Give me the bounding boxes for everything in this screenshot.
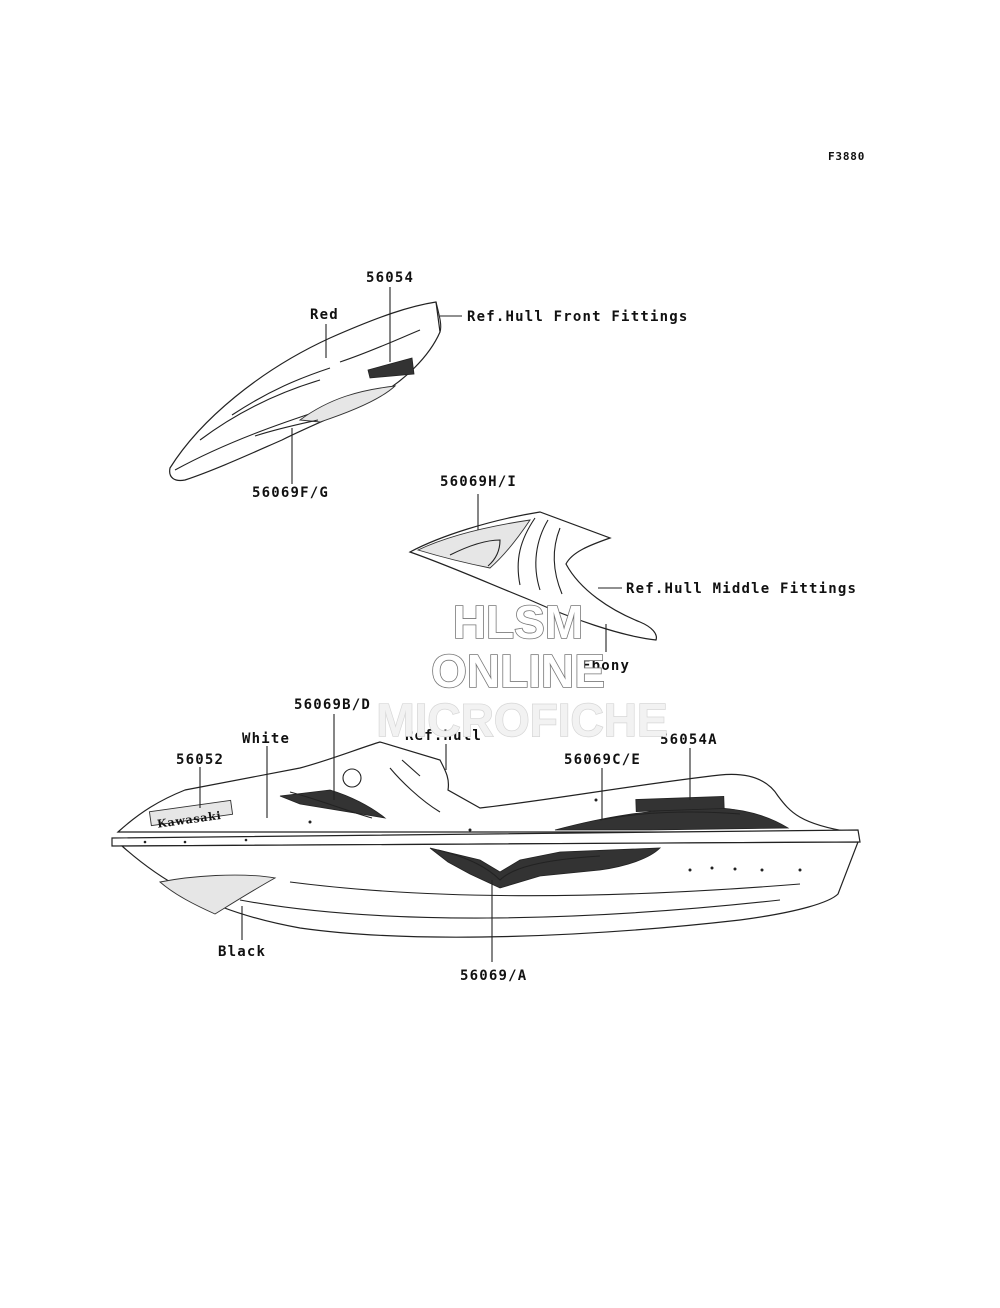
watermark: HLSM ONLINE MICROFICHE <box>376 595 669 747</box>
label-56054a: 56054A <box>660 732 718 748</box>
watermark-line-3: MICROFICHE <box>376 694 667 746</box>
label-56069a: 56069/A <box>460 968 527 984</box>
label-ref-hull: Ref.Hull <box>405 728 482 744</box>
label-red: Red <box>310 307 339 323</box>
label-56069hi: 56069H/I <box>440 474 517 490</box>
front-cowl-drawing <box>169 301 442 482</box>
label-white: White <box>242 731 290 747</box>
hull-drawing: Kawasaki <box>111 741 861 938</box>
figure-code: F3880 <box>828 150 865 163</box>
label-black: Black <box>218 944 266 960</box>
watermark-line-2: ONLINE <box>431 645 605 697</box>
middle-panel-drawing <box>408 511 657 641</box>
watermark-line-1: HLSM <box>453 596 583 648</box>
label-ebony: Ebony <box>582 658 630 674</box>
label-56069fg: 56069F/G <box>252 485 329 501</box>
label-56069ce: 56069C/E <box>564 752 641 768</box>
label-56054: 56054 <box>366 270 414 286</box>
label-56069bd: 56069B/D <box>294 697 371 713</box>
label-56052: 56052 <box>176 752 224 768</box>
label-ref-hull-middle-fittings: Ref.Hull Middle Fittings <box>626 581 857 597</box>
label-ref-hull-front-fittings: Ref.Hull Front Fittings <box>467 309 688 325</box>
